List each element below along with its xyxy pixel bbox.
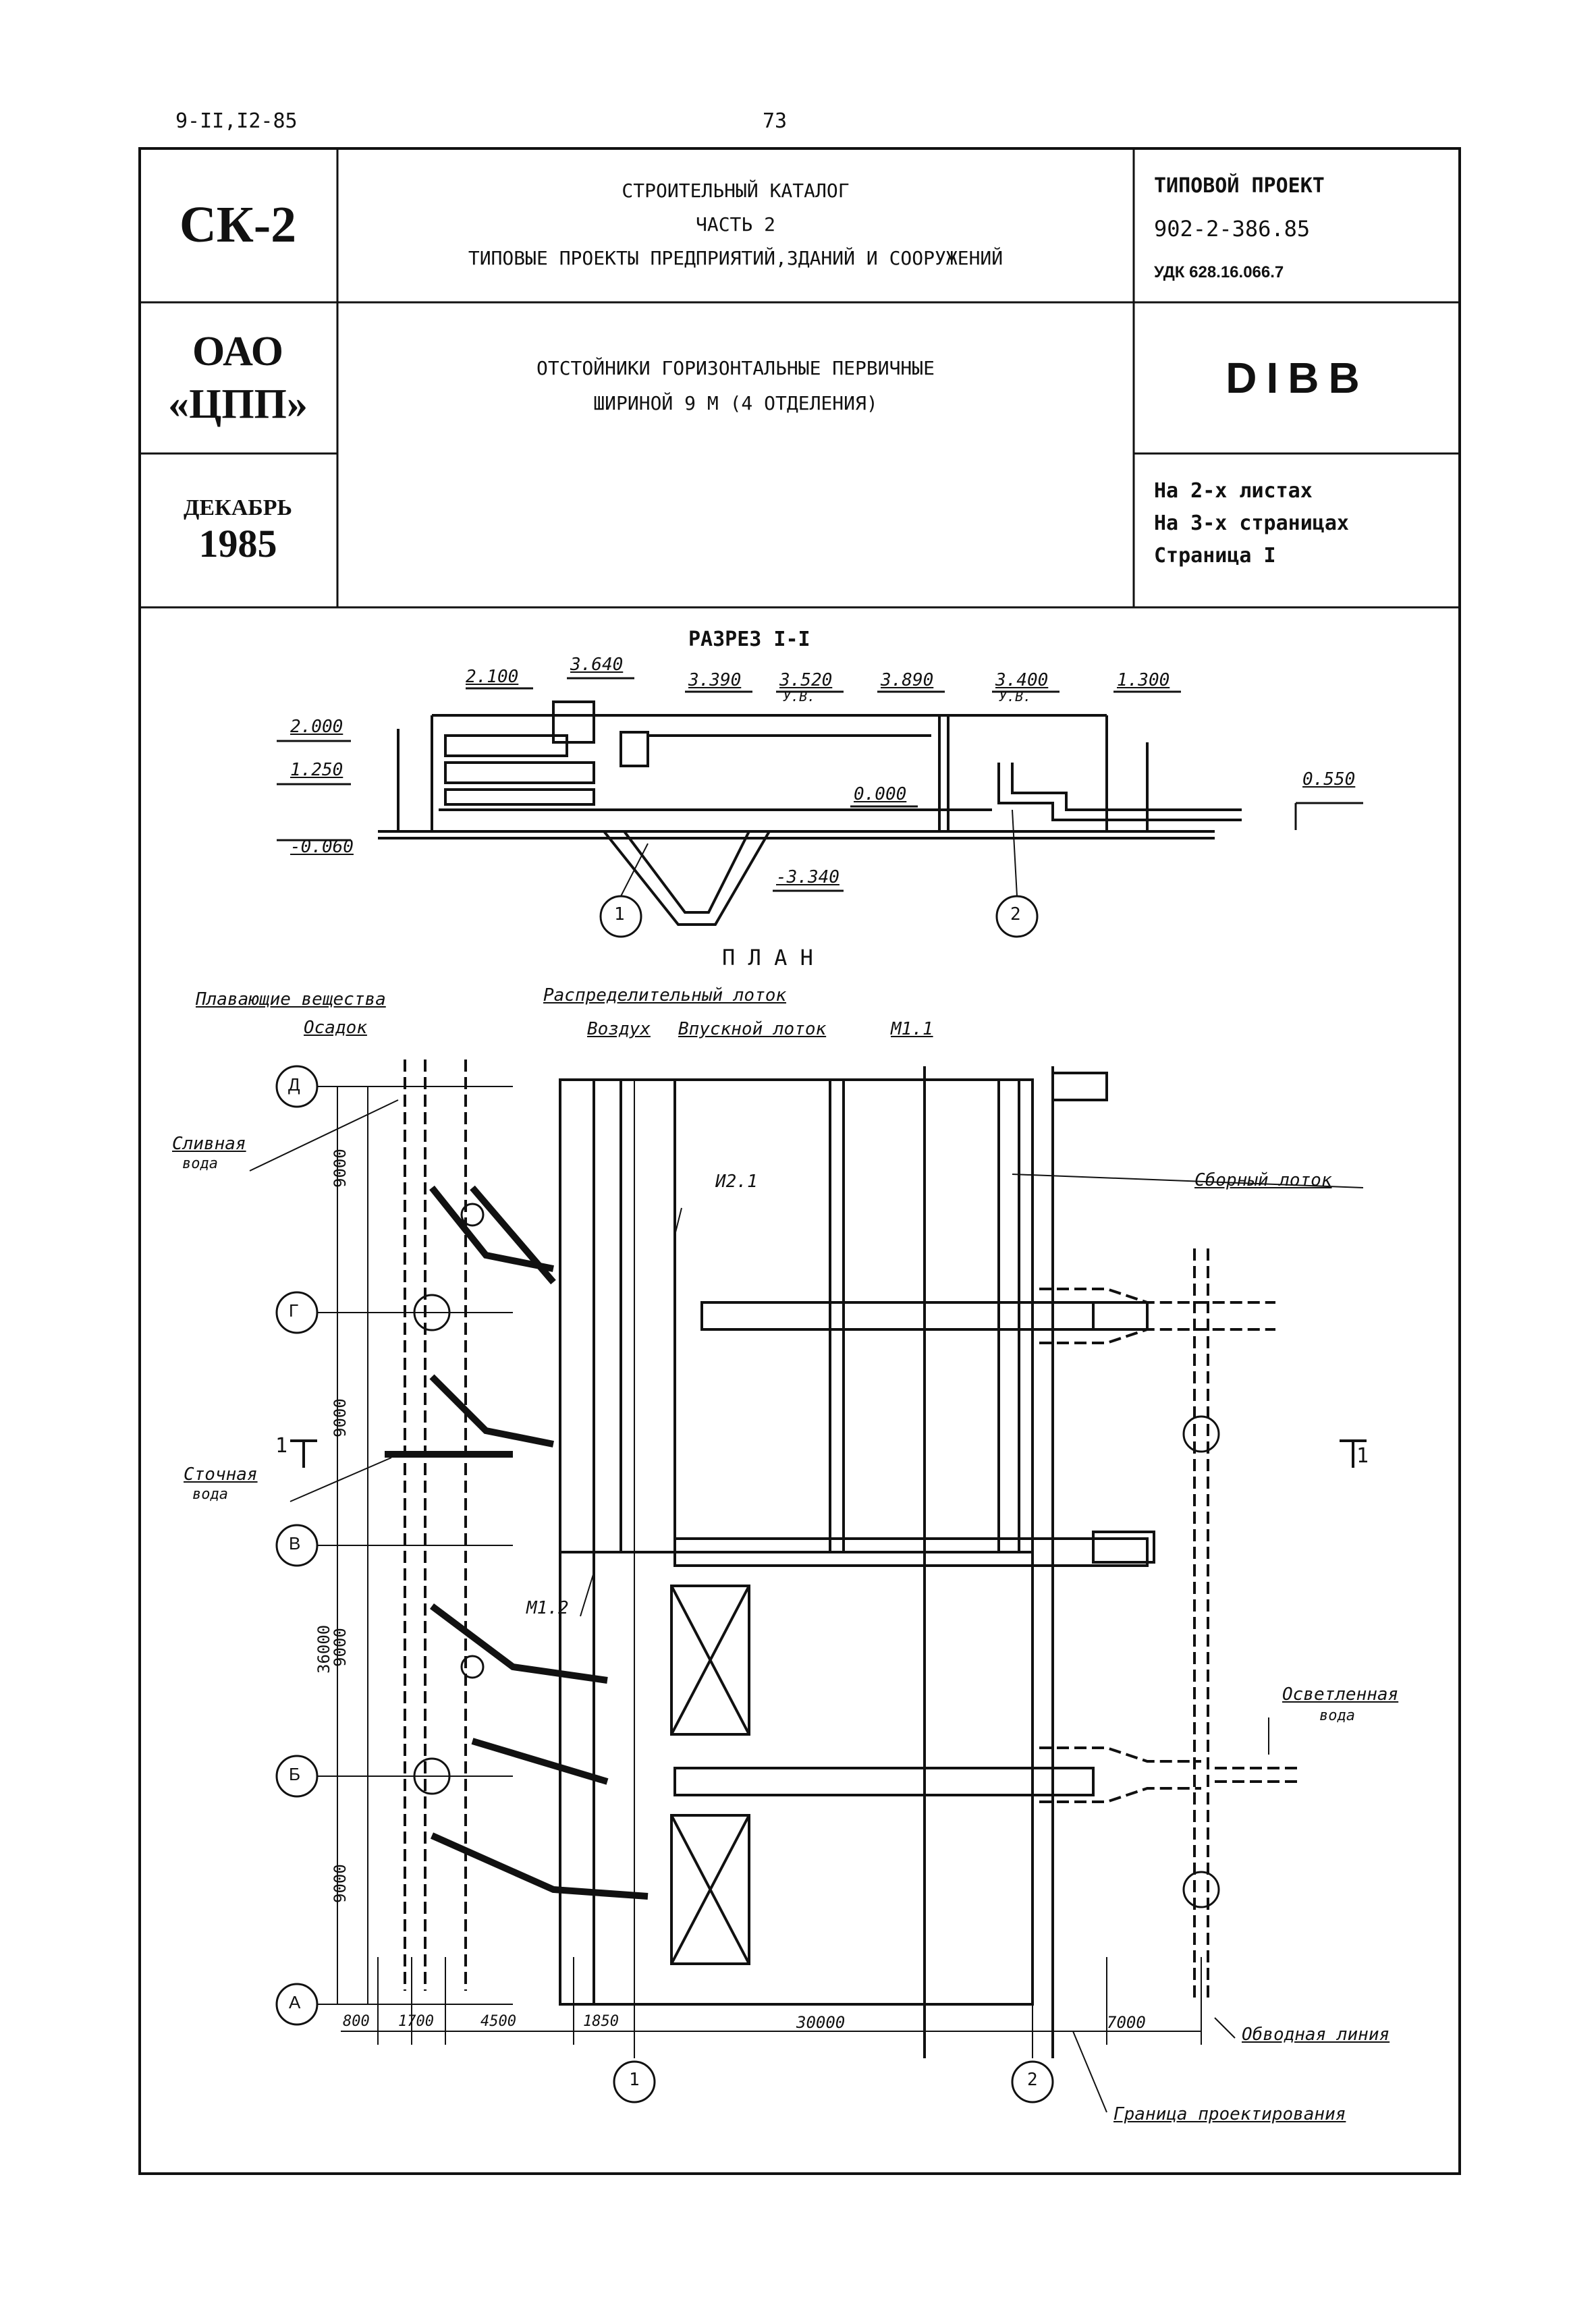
sheets-count: На 2-х листах [1154,479,1313,503]
issue-date: ДЕКАБРЬ 1985 [138,453,337,607]
elev-3390: 3.390 [688,670,742,690]
drawing-frame [138,147,1461,2175]
axis-col-2: 2 [1027,2070,1038,2090]
axis-row-b: Б [289,1764,301,1784]
label-drain-water-1: Сливная [172,1134,246,1154]
issue-year: 1985 [198,521,277,566]
label-i21: И2.1 [715,1172,758,1192]
catalog-line-2: ЧАСТЬ 2 [695,213,775,236]
axis-row-g: Г [289,1300,299,1321]
water-level-1: У.В. [783,688,816,705]
dim-h-1700: 1700 [398,2013,434,2030]
elev-minus-0060: -0.060 [290,837,354,857]
label-clarified-water-2: вода [1319,1707,1355,1724]
label-drain-water-2: вода [182,1155,218,1172]
dim-v-total: 36000 [314,1624,333,1674]
dim-h-800: 800 [343,2013,370,2030]
dim-v-4: 9000 [331,1864,350,1903]
axis-col-1: 1 [629,2070,640,2090]
dim-v-1: 9000 [331,1149,350,1188]
organization-line-2: «ЦПП» [168,381,308,427]
object-line-1: ОТСТОЙНИКИ ГОРИЗОНТАЛЬНЫЕ ПЕРВИЧНЫЕ [536,357,935,379]
dim-v-2: 9000 [331,1398,350,1437]
label-waste-water-2: вода [192,1486,228,1503]
page-number: 73 [763,109,788,133]
object-title: ОТСТОЙНИКИ ГОРИЗОНТАЛЬНЫЕ ПЕРВИЧНЫЕ ШИРИ… [337,351,1134,421]
catalog-line-3: ТИПОВЫЕ ПРОЕКТЫ ПРЕДПРИЯТИЙ,ЗДАНИЙ И СОО… [468,247,1003,269]
label-distribution-channel: Распределительный лоток [543,985,787,1006]
section-mark-left: 1 [275,1434,288,1458]
section-mark-right: 1 [1356,1444,1369,1468]
elev-2000: 2.000 [290,717,343,737]
dim-h-4500: 4500 [480,2013,516,2030]
elev-0550: 0.550 [1302,769,1356,790]
elev-3890: 3.890 [881,670,934,690]
catalog-line-1: СТРОИТЕЛЬНЫЙ КАТАЛОГ [622,180,850,202]
udk-code: УДК 628.16.066.7 [1154,263,1284,281]
dim-h-30000: 30000 [796,2013,846,2032]
label-floating-substances: Плавающие вещества [196,989,386,1010]
series-code: СК-2 [179,196,297,253]
label-waste-water-1: Сточная [184,1464,258,1485]
elev-1300: 1.300 [1117,670,1170,690]
label-design-boundary: Граница проектирования [1113,2104,1346,2124]
elev-1250: 1.250 [290,760,343,780]
plan-title: П Л А Н [722,945,813,970]
label-m11: М1.1 [891,1019,933,1039]
current-page: Страница I [1154,544,1276,568]
sheet-info: На 2-х листах На 3-х страницах Страница … [1154,475,1349,572]
axis-row-a: А [289,1992,301,2012]
pages-count: На 3-х страницах [1154,512,1349,535]
section-title: РАЗРЕЗ I-I [688,628,810,651]
axis-row-d: Д [288,1074,300,1095]
issue-month: ДЕКАБРЬ [183,495,292,520]
water-level-2: У.В. [999,688,1032,705]
organization-line-1: ОАО [192,329,284,375]
label-inlet-channel: Впускной лоток [678,1019,827,1039]
label-collecting-channel: Сборный лоток [1194,1170,1332,1190]
dim-h-7000: 7000 [1107,2013,1146,2032]
document-code: 9-II,I2-85 [175,109,298,133]
label-air: Воздух [587,1019,651,1039]
elev-minus-3340: -3.340 [776,867,840,887]
section-callout-2: 2 [1010,904,1021,925]
organization: ОАО «ЦПП» [138,302,337,453]
elev-3640: 3.640 [570,655,624,675]
elev-3400: 3.400 [995,670,1049,690]
dim-v-3: 9000 [331,1628,350,1667]
catalog-title: СТРОИТЕЛЬНЫЙ КАТАЛОГ ЧАСТЬ 2 ТИПОВЫЕ ПРО… [337,147,1134,302]
label-sediment: Осадок [304,1018,367,1038]
section-callout-1: 1 [614,904,625,925]
object-line-2: ШИРИНОЙ 9 М (4 ОТДЕЛЕНИЯ) [593,392,878,414]
elev-0000: 0.000 [854,784,907,804]
dim-h-1850: 1850 [583,2013,619,2030]
axis-row-v: В [289,1533,301,1553]
elev-3520: 3.520 [779,670,833,690]
label-clarified-water-1: Осветленная [1282,1684,1399,1705]
project-number: 902-2-386.85 [1154,216,1311,242]
project-label: ТИПОВОЙ ПРОЕКТ [1154,174,1325,198]
elev-2100: 2.100 [466,667,519,687]
label-bypass-line: Обводная линия [1242,2025,1390,2045]
sheet-code: DIBB [1226,354,1369,402]
label-m12: М1.2 [526,1598,569,1618]
